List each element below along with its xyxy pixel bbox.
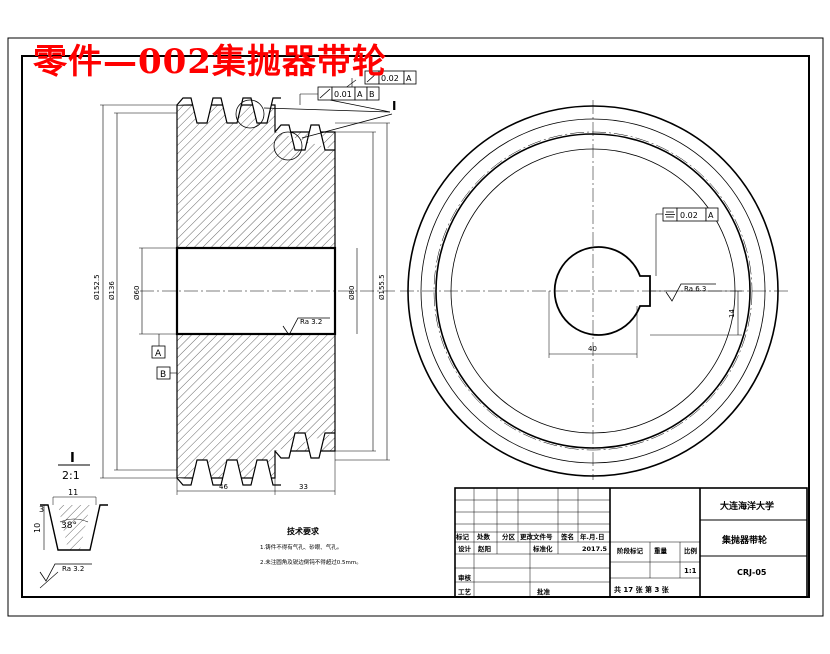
tb-label-date: 年.月.日 xyxy=(580,532,604,541)
tb-label-zone: 分区 xyxy=(502,532,516,541)
dim-pitch-diameter: Ø136 xyxy=(108,281,116,300)
detail-width: 11 xyxy=(68,488,78,497)
title-block xyxy=(454,487,808,598)
tb-weight-label: 重量 xyxy=(654,546,668,555)
section-view xyxy=(100,70,417,495)
runout-a-datum: A xyxy=(406,74,412,83)
inner-frame xyxy=(21,55,810,598)
detail-angle: 38° xyxy=(61,521,77,531)
tb-process-label: 工艺 xyxy=(458,587,472,596)
tb-audit-label: 审核 xyxy=(458,573,472,582)
runout-a-value: 0.02 xyxy=(381,74,399,83)
tb-scale-label: 比例 xyxy=(684,546,698,555)
sym-keyway-value: 0.02 xyxy=(680,211,698,220)
detail-view xyxy=(39,464,108,589)
tb-label-count: 处数 xyxy=(476,532,491,541)
detail-depth-top: 3 xyxy=(39,505,44,514)
detail-callout-label: I xyxy=(392,99,396,113)
detail-label: I xyxy=(70,451,75,466)
bore-dim: 40 xyxy=(588,345,597,353)
tb-label-signature: 签名 xyxy=(560,532,574,541)
tb-label-mark: 标记 xyxy=(455,532,470,541)
end-view xyxy=(400,100,790,480)
detail-roughness: Ra 3.2 xyxy=(62,565,84,573)
runout-ab-datum1: A xyxy=(357,90,363,99)
dim-bore-right-diameter: Ø80 xyxy=(348,286,356,300)
keyway-dim: 14 xyxy=(728,309,736,318)
tb-part-name: 集抛器带轮 xyxy=(721,534,767,546)
dim-width-right: 33 xyxy=(299,483,308,491)
part-title-overlay: 零件—002集抛器带轮 xyxy=(33,42,387,82)
tb-label-change-doc: 更改文件号 xyxy=(520,532,553,541)
tb-date: 2017.5 xyxy=(582,545,608,553)
tb-scale-value: 1:1 xyxy=(684,567,697,575)
tech-req-line1: 1.铸件不得有气孔、砂眼、气孔。 xyxy=(260,543,342,551)
tb-school: 大连海洋大学 xyxy=(720,500,774,512)
dim-outer-diameter: Ø152.5 xyxy=(93,274,101,300)
runout-ab-value: 0.01 xyxy=(334,90,352,99)
dim-bore-diameter: Ø60 xyxy=(133,286,141,300)
sym-keyway-datum: A xyxy=(708,211,714,220)
roughness-bore: Ra 3.2 xyxy=(300,318,322,326)
tech-req-line2: 2.未注圆角及锐边倒钝不得超过0.5mm。 xyxy=(260,558,362,566)
tech-req-title: 技术要求 xyxy=(287,526,320,536)
datum-a-label: A xyxy=(155,349,162,359)
detail-depth-side: 10 xyxy=(33,523,42,533)
datum-b-label: B xyxy=(160,370,166,380)
dim-width-left: 46 xyxy=(219,483,228,491)
outer-frame xyxy=(7,37,824,617)
detail-scale: 2:1 xyxy=(62,469,80,482)
tb-sheet-text: 共 17 张 第 3 张 xyxy=(614,585,670,594)
tb-std-label: 标准化 xyxy=(532,544,553,553)
tb-designer: 赵阳 xyxy=(477,544,492,553)
tb-design-label: 设计 xyxy=(458,544,472,553)
tb-stage-label: 阶段标记 xyxy=(617,546,644,555)
keyway-roughness: Ra 6.3 xyxy=(684,285,706,293)
dim-right-diameter: Ø155.5 xyxy=(378,274,386,300)
runout-ab-datum2: B xyxy=(369,90,375,99)
tb-drawing-no: CRJ-05 xyxy=(737,568,767,577)
tb-approve-label: 批准 xyxy=(537,587,551,596)
